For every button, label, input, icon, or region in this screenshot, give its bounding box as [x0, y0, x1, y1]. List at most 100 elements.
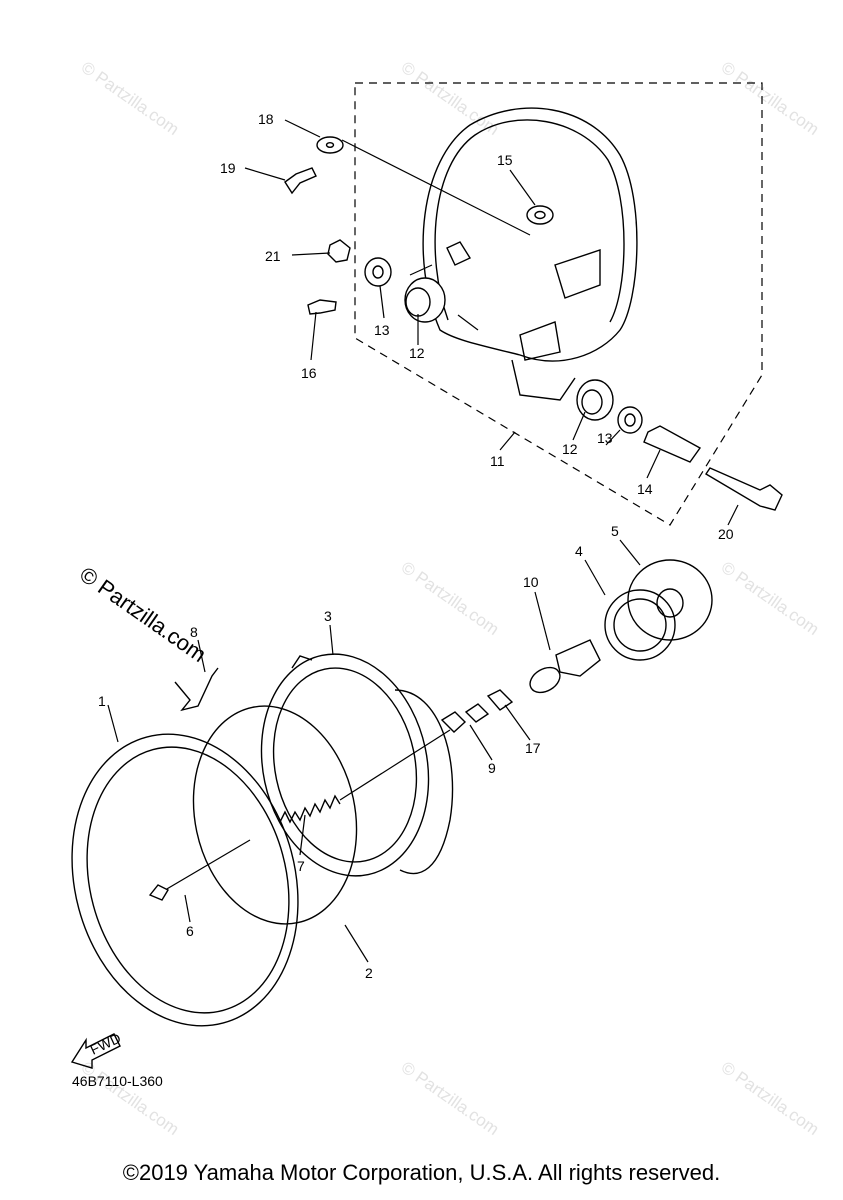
socket-cover — [627, 559, 713, 641]
part-label-13: 13 — [374, 322, 390, 338]
leader-line — [379, 285, 385, 319]
leader-line — [605, 429, 621, 446]
housing-slot — [519, 321, 561, 361]
headlight-rim — [71, 733, 299, 1027]
watermark: © Partzilla.com — [718, 1058, 823, 1139]
leader-line — [534, 591, 551, 651]
bulb-base — [555, 639, 601, 677]
leader-line — [291, 252, 331, 256]
nut — [327, 239, 351, 263]
headlight-housing — [422, 107, 638, 362]
leader-line — [584, 559, 606, 596]
part-label-2: 2 — [365, 965, 373, 981]
sleeve — [486, 689, 514, 711]
part-label-17: 17 — [525, 740, 541, 756]
spring — [279, 794, 341, 824]
spring-clip — [174, 667, 219, 712]
watermark: © Partzilla.com — [398, 558, 503, 639]
part-label-5: 5 — [611, 523, 619, 539]
headlight-unit: FWD — [70, 559, 713, 1069]
axis-line — [341, 139, 531, 236]
adjusting-screw-head — [148, 884, 169, 901]
bulb-glass — [529, 666, 561, 694]
part-label-6: 6 — [186, 923, 194, 939]
headlight-body-back — [394, 689, 454, 875]
mounting-bolt — [705, 467, 783, 511]
housing-assembly — [284, 82, 783, 526]
axis-line — [409, 264, 433, 276]
part-label-18: 18 — [258, 111, 274, 127]
damper-face — [405, 287, 431, 317]
part-label-12: 12 — [562, 441, 578, 457]
headlight-body — [260, 653, 430, 877]
part-label-8: 8 — [190, 624, 198, 640]
diagram-reference-code: 46B7110-L360 — [72, 1073, 163, 1089]
leader-line — [504, 704, 531, 741]
part-label-13: 13 — [597, 430, 613, 446]
part-label-19: 19 — [220, 160, 236, 176]
watermark: © Partzilla.com — [398, 1058, 503, 1139]
leader-line — [344, 924, 369, 963]
watermark: © Partzilla.com — [718, 58, 823, 139]
part-labels: 18 19 15 21 13 12 16 11 12 13 14 20 5 4 … — [98, 111, 734, 981]
leader-line — [646, 449, 661, 479]
bolt — [284, 167, 317, 195]
watermark: © Partzilla.com — [78, 58, 183, 139]
leader-line — [509, 169, 536, 206]
leader-line — [197, 639, 206, 673]
part-label-10: 10 — [523, 574, 539, 590]
socket-cover-ring-inner — [613, 598, 667, 652]
rubber-washer-hole — [624, 413, 636, 427]
part-label-1: 1 — [98, 693, 106, 709]
part-label-14: 14 — [637, 481, 653, 497]
leader-line — [284, 119, 321, 138]
leader-lines — [107, 119, 739, 963]
part-label-15: 15 — [497, 152, 513, 168]
adjusting-screw — [159, 839, 251, 894]
assembly-boundary — [354, 82, 763, 526]
watermark: © Partzilla.com — [718, 558, 823, 639]
watermarks: © Partzilla.com © Partzilla.com © Partzi… — [78, 58, 823, 1139]
leader-line — [299, 814, 306, 856]
watermark: © Partzilla.com — [398, 58, 503, 139]
rubber-washer-hole — [372, 265, 384, 279]
leader-line — [469, 724, 493, 761]
socket-cover-hole — [656, 588, 684, 618]
leader-line — [107, 704, 119, 743]
leader-line — [244, 167, 286, 181]
housing-slot — [554, 249, 601, 299]
partzilla-watermark: © Partzilla.com — [75, 562, 211, 668]
leader-line — [619, 539, 641, 566]
part-label-3: 3 — [324, 608, 332, 624]
headlight-rim-inner — [86, 746, 290, 1014]
part-label-20: 20 — [718, 526, 734, 542]
adjuster — [464, 703, 490, 723]
axis-line — [457, 314, 479, 331]
fwd-arrow-icon — [70, 1033, 121, 1069]
headlight-body-inner — [272, 667, 418, 863]
grommet-hole — [534, 210, 546, 220]
watermark: © Partzilla.com — [78, 1058, 183, 1139]
screw — [307, 299, 337, 315]
collar — [643, 425, 702, 463]
housing-inner-rim — [434, 119, 625, 323]
part-label-4: 4 — [575, 543, 583, 559]
leader-line — [184, 894, 191, 923]
part-label-12: 12 — [409, 345, 425, 361]
part-label-21: 21 — [265, 248, 281, 264]
body-tab — [291, 655, 313, 669]
copyright-notice: ©2019 Yamaha Motor Corporation, U.S.A. A… — [122, 1160, 721, 1185]
leader-line — [727, 504, 739, 526]
part-label-16: 16 — [301, 365, 317, 381]
leader-line — [572, 411, 586, 441]
leader-line — [329, 624, 334, 656]
leader-line — [310, 311, 317, 361]
damper-face — [581, 389, 603, 415]
socket-cover-ring — [604, 589, 676, 661]
axis-line — [339, 729, 451, 801]
lens-unit — [192, 705, 358, 925]
washer-hole — [325, 141, 335, 148]
part-label-7: 7 — [297, 858, 305, 874]
part-label-11: 11 — [490, 453, 505, 469]
